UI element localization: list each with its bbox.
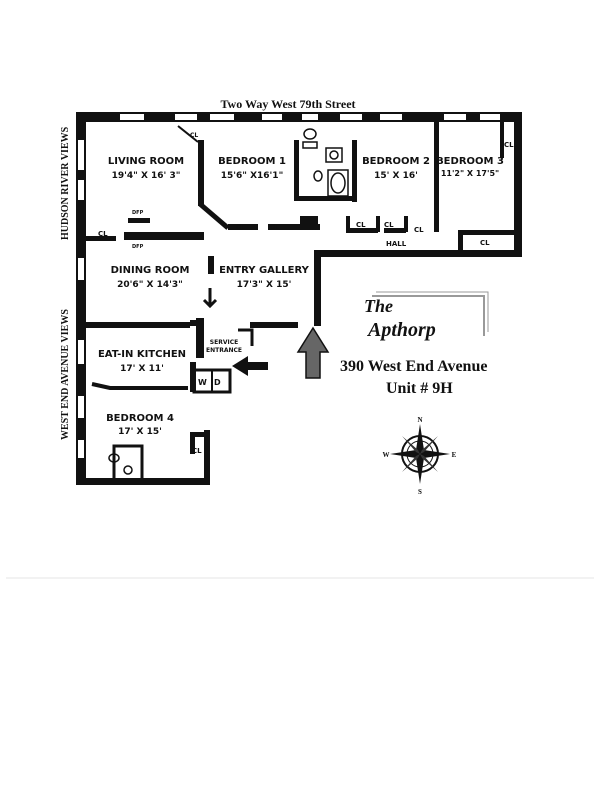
compass-east: E (452, 451, 457, 459)
bedroom-4-name: BEDROOM 4 (106, 413, 174, 424)
closet-label: CL (190, 132, 198, 139)
hudson-river-views-label: HUDSON RIVER VIEWS (60, 126, 71, 240)
washer-label: W (198, 378, 207, 387)
main-entrance-arrow (296, 326, 330, 379)
building-logo: The Apthorp (364, 291, 489, 341)
kitchen-dims: 17' X 11' (120, 364, 164, 374)
closet-label: CL (384, 221, 394, 229)
kitchen-name: EAT-IN KITCHEN (98, 349, 186, 360)
service-entrance-label-2: ENTRANCE (206, 347, 242, 354)
bedroom-3-name: BEDROOM 3 (436, 156, 504, 167)
building-name-line2: Apthorp (366, 319, 436, 341)
closet-label: CL (504, 141, 514, 149)
fireplace-label: DFP (132, 244, 144, 250)
fireplace-label: DFP (132, 210, 144, 216)
compass-rose: N S W E (383, 416, 457, 496)
compass-south: S (418, 488, 422, 496)
bedroom-2-name: BEDROOM 2 (362, 156, 430, 167)
closet-label: CL (98, 230, 108, 238)
bedroom-3-dims: 11'2" X 17'5" (441, 169, 499, 178)
bedroom-1-dims: 15'6" X16'1" (221, 171, 284, 181)
west-end-avenue-views-label: WEST END AVENUE VIEWS (60, 309, 71, 440)
bedroom-2-dims: 15' X 16' (374, 171, 418, 181)
closet-label: CL (480, 239, 490, 247)
service-entrance-arrow (232, 356, 268, 376)
dining-room-dims: 20'6" X 14'3" (117, 280, 183, 290)
interior-walls (86, 122, 516, 482)
living-room-name: LIVING ROOM (108, 156, 184, 167)
closet-label: CL (270, 224, 278, 231)
building-name-line1: The (364, 296, 393, 316)
address-text: 390 West End Avenue (340, 358, 487, 375)
closet-label: CL (414, 226, 424, 234)
closet-label: CL (236, 224, 244, 231)
closet-label: CL (192, 447, 202, 455)
compass-north: N (417, 416, 422, 424)
living-room-dims: 19'4" X 16' 3" (112, 171, 181, 181)
compass-west: W (383, 451, 390, 459)
street-label: Two Way West 79th Street (220, 97, 355, 111)
unit-text: Unit # 9H (386, 380, 453, 397)
bathroom-fixtures (302, 128, 349, 197)
service-entrance-label: SERVICE (210, 339, 238, 346)
dryer-label: D (214, 378, 221, 387)
entry-gallery-name: ENTRY GALLERY (219, 265, 310, 276)
dining-room-name: DINING ROOM (111, 265, 190, 276)
bedroom-4-dims: 17' X 15' (118, 427, 162, 437)
entry-gallery-dims: 17'3" X 15' (237, 280, 292, 290)
hall-label: HALL (386, 240, 407, 248)
bedroom-1-name: BEDROOM 1 (218, 156, 286, 167)
closet-label: CL (356, 221, 366, 229)
